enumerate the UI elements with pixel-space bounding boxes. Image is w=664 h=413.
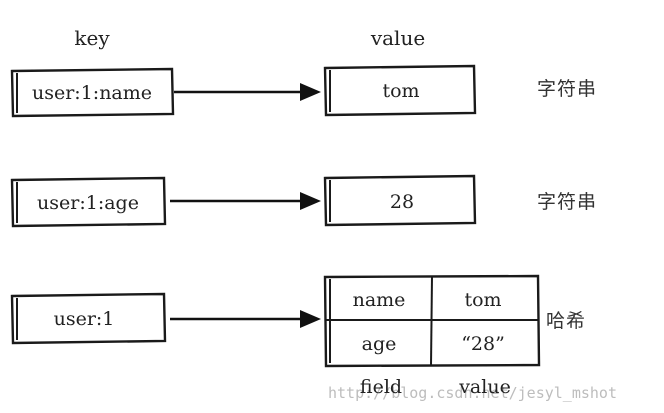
value-column-header: value <box>370 26 425 50</box>
value-box <box>323 174 477 227</box>
arrow-head-icon <box>300 310 321 328</box>
type-label: 字符串 <box>537 191 597 213</box>
value-text: tom <box>382 80 419 102</box>
row-hash: user:1 name tom age “28” 哈希 <box>10 274 586 368</box>
key-column-header: key <box>74 26 110 50</box>
type-label: 哈希 <box>546 310 586 332</box>
hash-value-caption: value <box>458 376 511 398</box>
hash-field: name <box>353 289 406 311</box>
watermark-text: http://blog.csdn.net/jesyl_mshot <box>328 384 617 402</box>
row-string-name: user:1:name tom 字符串 <box>10 64 597 118</box>
hash-value: tom <box>464 289 501 311</box>
arrow-head-icon <box>300 83 321 101</box>
arrow-head-icon <box>300 192 321 210</box>
key-text: user:1:name <box>32 82 152 104</box>
key-box <box>10 67 175 118</box>
hash-table: name tom age “28” <box>323 274 541 368</box>
key-text: user:1:age <box>37 192 139 214</box>
key-text: user:1 <box>54 308 115 330</box>
hash-field-caption: field <box>360 376 402 398</box>
hash-value: “28” <box>461 333 505 355</box>
value-text: 28 <box>390 191 414 213</box>
key-box <box>10 176 167 228</box>
value-box <box>323 64 477 117</box>
type-label: 字符串 <box>537 78 597 100</box>
key-box <box>10 292 167 345</box>
row-string-age: user:1:age 28 字符串 <box>10 174 597 228</box>
hash-field: age <box>362 333 397 355</box>
hash-table-column-divider <box>430 275 433 367</box>
